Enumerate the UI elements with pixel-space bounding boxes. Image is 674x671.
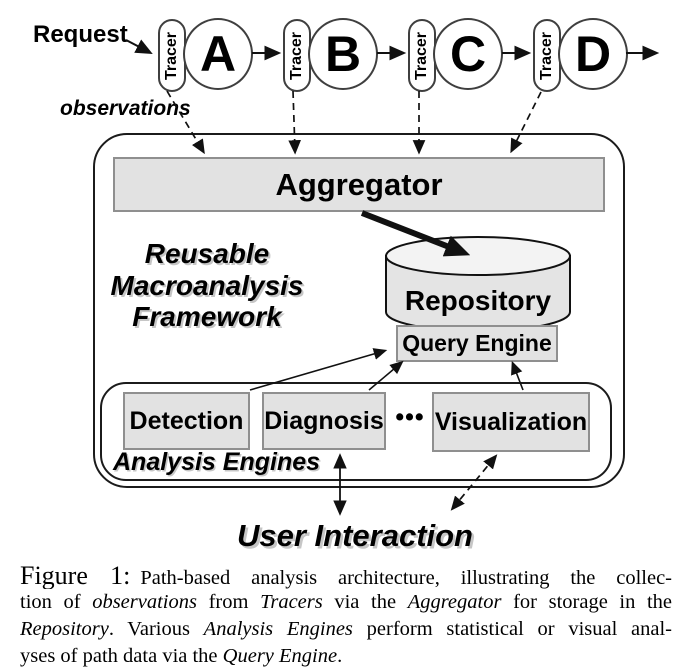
engine-box-detection: Detection	[123, 392, 250, 450]
caption-text: Repository	[20, 618, 109, 640]
caption-text: from	[196, 591, 261, 613]
caption-text: tion of	[20, 591, 93, 613]
aggregator-box: Aggregator	[113, 157, 605, 212]
tracer-pill-2: Tracer	[283, 19, 311, 92]
caption-text: Path-based analysis architecture, illust…	[140, 567, 672, 589]
request-label: Request	[33, 21, 128, 48]
stage-circle-d: D	[558, 18, 628, 90]
tracer-pill-4: Tracer	[533, 19, 561, 92]
caption-line-1: Figure 1: Path-based analysis architectur…	[20, 562, 672, 589]
tracer-label: Tracer	[288, 31, 305, 80]
engines-ellipsis: •••	[395, 403, 425, 431]
caption-text: yses of path data via the	[20, 645, 223, 667]
caption-text: Query Engine	[222, 645, 338, 667]
tracer-label: Tracer	[538, 31, 555, 80]
request-arrow	[125, 39, 153, 54]
tracer-label: Tracer	[413, 31, 430, 80]
analysis-engines-label: Analysis Engines	[113, 448, 321, 476]
query-engine-box: Query Engine	[396, 325, 558, 362]
engine-box-visualization: Visualization	[432, 392, 590, 452]
tracer-pill-3: Tracer	[408, 19, 436, 92]
caption-text: Aggregator	[407, 591, 502, 613]
stage-circle-c: C	[433, 18, 503, 90]
caption-line-2: tion of observations from Tracers via th…	[20, 589, 672, 616]
caption-text: via the	[322, 591, 408, 613]
tracer-pill-1: Tracer	[158, 19, 186, 92]
framework-title-line: Framework	[132, 301, 282, 332]
caption-text: . Various	[108, 618, 204, 640]
stage-circle-a: A	[183, 18, 253, 90]
stage-circle-b: B	[308, 18, 378, 90]
figure-caption: Figure 1: Path-based analysis architectur…	[20, 562, 672, 670]
caption-line-3: Repository. Various Analysis Engines per…	[20, 616, 672, 643]
repository-label: Repository	[404, 285, 552, 316]
caption-text: Tracers	[260, 591, 323, 613]
engine-box-diagnosis: Diagnosis	[262, 392, 386, 450]
caption-line-4: yses of path data via the Query Engine.	[20, 643, 672, 670]
caption-figure-label: Figure 1:	[20, 562, 131, 589]
framework-title: Reusable Macroanalysis Framework	[97, 238, 317, 333]
caption-text: for storage in the	[501, 591, 672, 613]
caption-text: Analysis Engines	[203, 618, 353, 640]
framework-title-line: Macroanalysis	[110, 269, 304, 301]
user-interaction-label: User Interaction	[236, 518, 473, 553]
framework-title-line: Reusable	[144, 238, 270, 269]
caption-text: observations	[92, 591, 197, 613]
caption-text: .	[337, 645, 343, 667]
caption-text: perform statistical or visual anal-	[352, 618, 672, 640]
tracer-label: Tracer	[163, 31, 180, 80]
observations-label: observations	[60, 97, 191, 120]
